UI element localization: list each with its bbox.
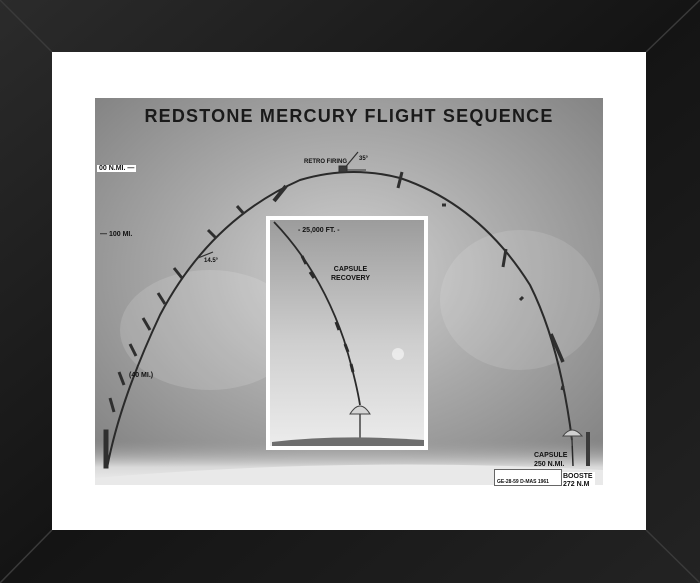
inset-marker-3 [334,321,341,331]
inset-marker-5 [349,363,355,373]
rocket-marker-3 [128,343,138,357]
capsule-range-line1: CAPSULE [534,452,568,459]
inset-ground [272,437,424,446]
archive-stamp [494,469,562,486]
rocket-marker-1 [108,397,116,413]
booster-range-line1: BOOSTE [563,473,593,480]
inset-marker-4 [343,343,350,353]
parachute-icon [561,429,584,437]
descent-marker-3 [501,248,508,268]
capsule-recovery-line2: RECOVERY [331,275,371,282]
retro-firing-group [338,151,366,173]
ascent-markers [103,184,288,469]
altitude-100-text: 100 MI. [108,231,133,238]
retro-firing-label: RETRO FIRING [304,159,347,165]
inset-parachute-icon [349,405,371,415]
chart-title: REDSTONE MERCURY FLIGHT SEQUENCE [144,106,554,126]
inset-sky [270,220,424,446]
capsule-apogee-marker [338,165,348,173]
inset-cloud-puff [392,348,404,360]
inset-capsule-markers [300,255,355,373]
booster-range-line2: 272 N.M [563,481,590,488]
pitch-angle-tick [197,251,214,259]
inset-altitude-text: 25,000 FT. [302,227,336,234]
rocket-launch-marker [103,429,109,469]
inset-descent-path [273,221,361,406]
inset-marker-2 [308,271,316,279]
rocket-marker-6 [172,267,184,279]
capsule-range-label: CAPSULE 250 N.MI. [534,451,567,469]
descent-marker-4 [518,295,525,302]
inset-marker-1 [300,255,308,265]
frame-miter-bottom-right [645,529,700,583]
descent-marker-1 [396,171,404,189]
rocket-marker-7 [206,228,218,240]
altitude-top-label: 00 N.MI. — [97,165,137,172]
frame-miter-top-left [0,0,53,53]
rocket-marker-2 [117,371,126,386]
capsule-separation-marker [272,184,288,203]
ground-curve [95,464,603,485]
descent-marker-5 [560,385,565,391]
booster-range-label: BOOSTE 272 N.M [561,472,595,490]
booster-impact-marker [586,432,590,466]
cloud-left [120,270,300,390]
rocket-marker-4 [141,317,152,331]
pitch-angle-label: 14.5° [204,258,219,264]
descent-markers [396,171,565,391]
booster-tumble-marker [549,333,565,363]
capsule-range-line2: 250 N.MI. [534,461,565,468]
inset-altitude-label: - 25,000 FT. - [298,227,340,234]
frame-miter-top-right [645,0,700,53]
retro-angle-label: 35° [359,156,369,162]
capsule-recovery-label: CAPSULE RECOVERY [331,265,370,283]
low-altitude-label: (40 MI.) [129,372,154,379]
altitude-top-text: 00 N.MI. [99,165,126,172]
rocket-marker-5 [156,292,167,305]
archive-stamp-code: GE-28-59 D-MAS 1961 [497,479,549,485]
capsule-recovery-line1: CAPSULE [333,266,368,273]
frame-miter-bottom-left [0,529,53,583]
altitude-100-label: — 100 MI. [100,231,133,238]
rocket-marker-8 [235,205,246,215]
